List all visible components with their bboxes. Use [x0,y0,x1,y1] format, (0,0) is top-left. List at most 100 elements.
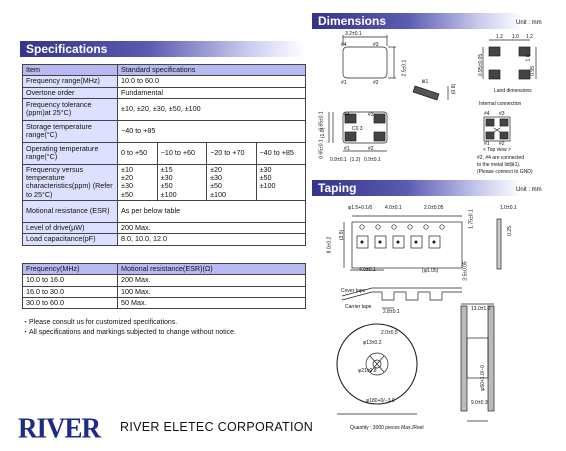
package-bottom-view [342,111,388,144]
carrier-tape-profile [341,291,462,301]
tape-label: 1.0±0.1 [500,205,517,211]
row-label: Motional resistance (ESR) [22,199,118,223]
table-cell: 50 Max. [117,296,306,310]
tape-cross-section [496,218,502,270]
carrier-tape-label: Carrier tape [345,304,372,310]
row-value: −40 to +85 [117,119,306,143]
reel-label: φ180+0/−3.0 [366,398,395,404]
dimensions-unit: Unit : mm [516,20,542,26]
land-pad [518,46,531,57]
table-header-cell: Frequency(MHz) [22,262,118,276]
row-label: Frequency tolerance (ppm)at 25°C) [22,97,118,121]
cell-line: ±10 [121,164,133,174]
dim-label: #4 [344,112,350,118]
connection-note: #2, #4 are connected [477,155,524,161]
row-label: Load capacitance(pF) [22,233,118,246]
dim-label: 1.0 [512,34,519,40]
table-row: Operating temperature range(°C) 0 to +50… [22,141,307,165]
carrier-tape-strip [351,221,463,269]
dim-label: 1.0 [525,54,532,62]
table-row: Overtone order Fundamental [22,86,306,99]
taping-drawing [336,215,502,422]
tape-label: 2.8±0.1 [383,309,400,315]
cell-line: ±30 [121,181,133,191]
land-pad [488,69,501,80]
reel-label: 13.0±1.0 [471,306,491,312]
dim-label: #3 [499,111,505,117]
dim-label: #3 [373,42,379,48]
tape-label: φ1.5+0.1/0 [348,205,373,211]
dim-label: #2 [499,141,505,147]
connection-note: (Please connect to GND) [477,169,533,175]
row-label: Frequency range(MHz) [22,75,118,88]
table-row: Storage temperature range(°C) −40 to +85 [22,119,306,143]
tape-label: 0.25 [506,226,513,236]
tape-label: 2.0±0.05 [424,205,444,211]
top-view-caption: < Top view > [483,147,511,153]
cell-line: ±100 [210,189,227,199]
row-label: Operating temperature range(°C) [22,141,118,165]
row-value: −10 to +60 [156,141,208,165]
table-row: Motional resistance (ESR) As per below t… [22,199,306,223]
dim-label: (1.0) [320,127,327,139]
row-value: 0 to +50 [117,141,158,165]
specifications-header: Specifications [20,41,305,57]
notes: ・Please consult us for customized specif… [22,318,312,337]
table-cell: 200 Max. [117,274,306,287]
reel-label: 9.0±0.3 [471,400,488,406]
table-row: Item Standard specifications [22,63,306,77]
dim-label: #1 [341,80,347,86]
dim-label: 0.95 [529,66,536,76]
tape-label: (3.5) [339,229,346,241]
table-row: Frequency(MHz) Motional resistance(ESR)(… [22,262,306,276]
dim-label: 0.9±0.1 [364,157,381,163]
row-value: 8.0, 10.0, 12.0 [117,233,306,246]
dim-label: (1.2) [350,157,361,163]
dim-label: 3.2±0.1 [345,31,362,37]
dim-label: 1.2 [496,34,503,40]
cell-line: ±30 [160,173,173,183]
esr-table: Frequency(MHz) Motional resistance(ESR)(… [22,262,306,310]
note-line: ・All specifications and markings subject… [22,328,237,336]
row-label: Frequency versus temperature characteris… [22,163,118,201]
reel-label: φ21±0.8 [358,368,377,374]
internal-connection-caption: Internal connection [479,101,522,107]
reel-label: φ60+1.0/−0 [479,365,486,391]
dim-label: 0.9±0.1 [330,157,347,163]
tape-label: 3.5±0.05 [462,261,469,281]
package-top-view [342,46,388,79]
river-logo: RIVER [18,412,101,444]
tape-label: 4.0±0.1 [385,205,402,211]
table-row: Level of drive(μW) 200 Max. [22,221,306,235]
row-value: 200 Max. [117,221,306,235]
internal-connection-box [483,116,511,142]
cover-tape-label: Cover tape [341,288,366,294]
company-name: RIVER ELETEC CORPORATION [120,420,314,434]
connection-note: to the metal lid(Ⅲ1). [477,162,521,168]
cell-line: ±50 [259,173,272,183]
table-header-cell: Standard specifications [117,63,306,77]
cell-line: ±15 [160,164,173,174]
row-label: Level of drive(μW) [22,221,118,235]
dim-label: #1 [484,141,490,147]
dim-label: #4 [341,42,347,48]
table-header-cell: Item [22,63,118,77]
table-header-cell: Motional resistance(ESR)(Ω) [117,262,306,276]
cell-line: ±20 [210,164,223,174]
note-line: ・Please consult us for customized specif… [22,319,178,326]
row-label: Storage temperature range(°C) [22,119,118,143]
dim-label: C0.3 [352,126,363,132]
row-value: As per below table [117,199,306,223]
dim-label: #2 [368,146,374,152]
land-dimensions-caption: Land dimensions [494,88,532,94]
table-row: Frequency tolerance (ppm)at 25°C) ±10, ±… [22,97,306,121]
row-value: −40 to +85 [255,141,307,165]
tape-label: 4.0±0.1 [359,267,376,273]
row-label: Overtone order [22,86,118,99]
dim-label: 0.65±0.1 [318,139,325,159]
tape-label: 8.0±0.2 [326,236,333,254]
row-value: ±20±30±50±100 [206,163,257,201]
